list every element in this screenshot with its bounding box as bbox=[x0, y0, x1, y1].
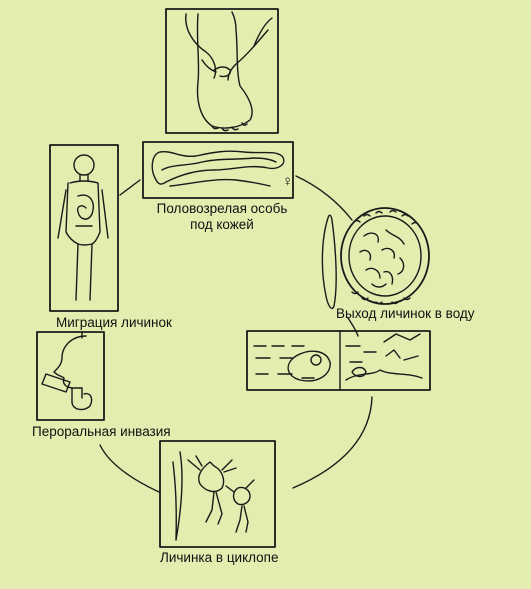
label-release-stage: Выход личинок в воду bbox=[336, 306, 475, 321]
adult-worm-panel bbox=[142, 141, 294, 199]
release-panel bbox=[321, 207, 430, 310]
cycle-arrows bbox=[81, 175, 373, 493]
female-symbol: ♀ bbox=[282, 173, 294, 190]
cyclops-panel bbox=[159, 440, 276, 548]
arc-adult-to-release bbox=[295, 175, 353, 221]
migration-panel bbox=[49, 144, 119, 312]
label-adult-stage: Половозрелая особь под кожей bbox=[140, 201, 304, 233]
arc-cyclops-to-oral bbox=[99, 444, 160, 493]
arc-release-to-water bbox=[347, 317, 359, 337]
water-panel bbox=[246, 330, 431, 391]
label-cyclops-stage: Личинка в циклопе bbox=[160, 550, 279, 565]
label-adult-line1: Половозрелая особь bbox=[156, 201, 288, 216]
arc-migration-to-adult bbox=[119, 179, 141, 196]
label-migration-stage: Миграция личинок bbox=[56, 315, 172, 330]
foot-panel bbox=[165, 8, 279, 134]
oral-panel bbox=[36, 331, 105, 421]
arc-water-to-cyclops bbox=[292, 396, 373, 489]
label-oral-stage: Пероральная инвазия bbox=[32, 424, 171, 439]
label-adult-line2: под кожей bbox=[190, 217, 254, 232]
